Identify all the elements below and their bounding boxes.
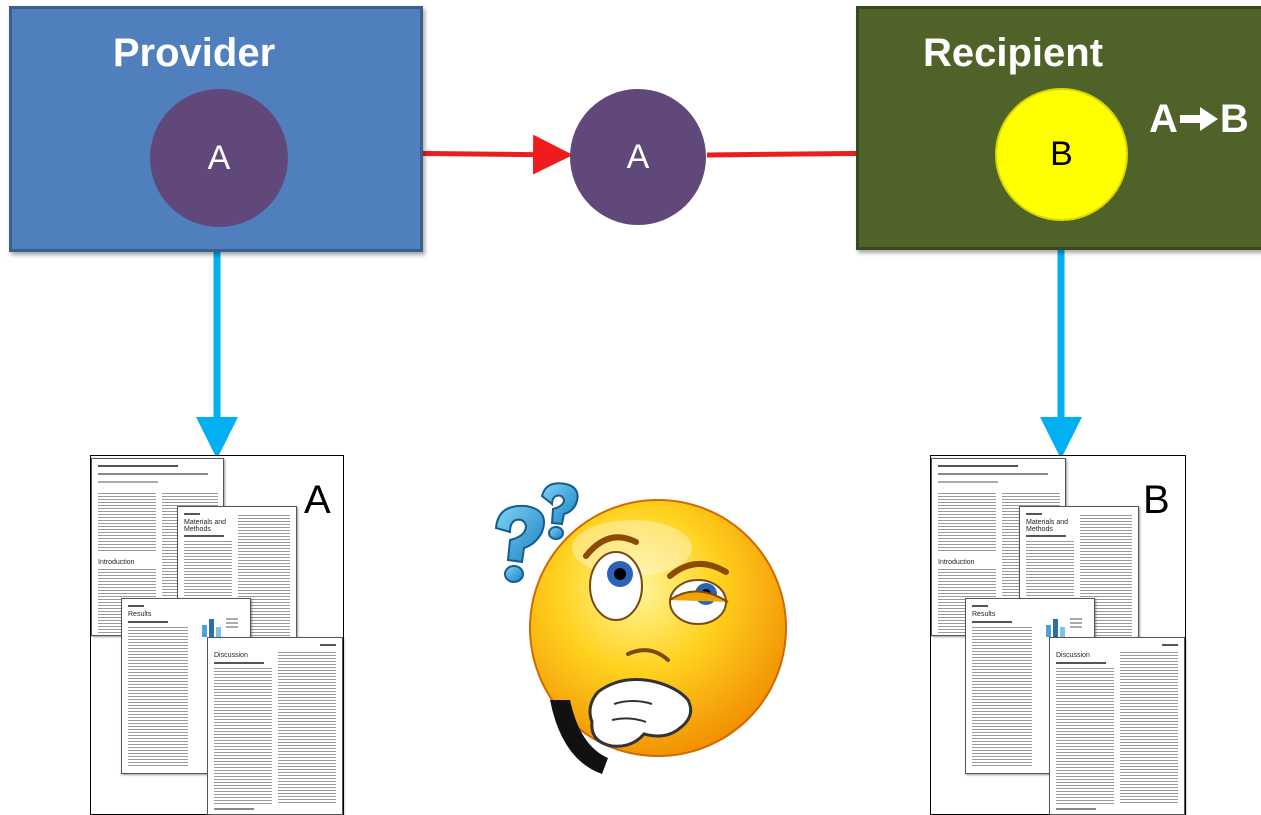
transfer-node-label: A — [626, 137, 650, 176]
provider-title: Provider — [112, 31, 276, 75]
doc-page-discussion: Discussion — [1049, 637, 1185, 815]
recipient-node: B — [995, 88, 1128, 221]
introduction-label: Introduction — [98, 559, 135, 566]
transfer-node: A — [570, 89, 706, 225]
recipient-doc-letter: B — [1143, 478, 1170, 522]
provider-doc-letter: A — [304, 478, 331, 522]
recipient-node-label: B — [1050, 135, 1073, 173]
conversion-from: A — [1149, 97, 1178, 141]
materials-methods-label: Materials and Methods — [184, 519, 227, 533]
discussion-label: Discussion — [1056, 652, 1090, 659]
discussion-label: Discussion — [214, 652, 248, 659]
results-label: Results — [128, 611, 152, 618]
question-mark-large-icon — [494, 504, 545, 583]
recipient-document: Introduction Materials and Methods Resul… — [930, 455, 1186, 815]
provider-document: Introduction Materials and Methods Resul… — [90, 455, 344, 815]
doc-page-discussion: Discussion — [207, 637, 343, 815]
question-mark-small-icon — [540, 482, 579, 540]
provider-node: A — [150, 89, 288, 227]
thinking-face-with-question-marks-icon — [494, 482, 787, 774]
recipient-title: Recipient — [922, 31, 1104, 75]
introduction-label: Introduction — [938, 559, 975, 566]
results-label: Results — [972, 611, 996, 618]
conversion-arrow-icon — [1179, 107, 1218, 131]
results-chart-icon — [1046, 618, 1082, 637]
conversion-to: B — [1219, 97, 1249, 141]
materials-methods-label: Materials and Methods — [1026, 519, 1069, 533]
results-chart-icon — [202, 618, 238, 637]
provider-node-label: A — [207, 138, 231, 177]
